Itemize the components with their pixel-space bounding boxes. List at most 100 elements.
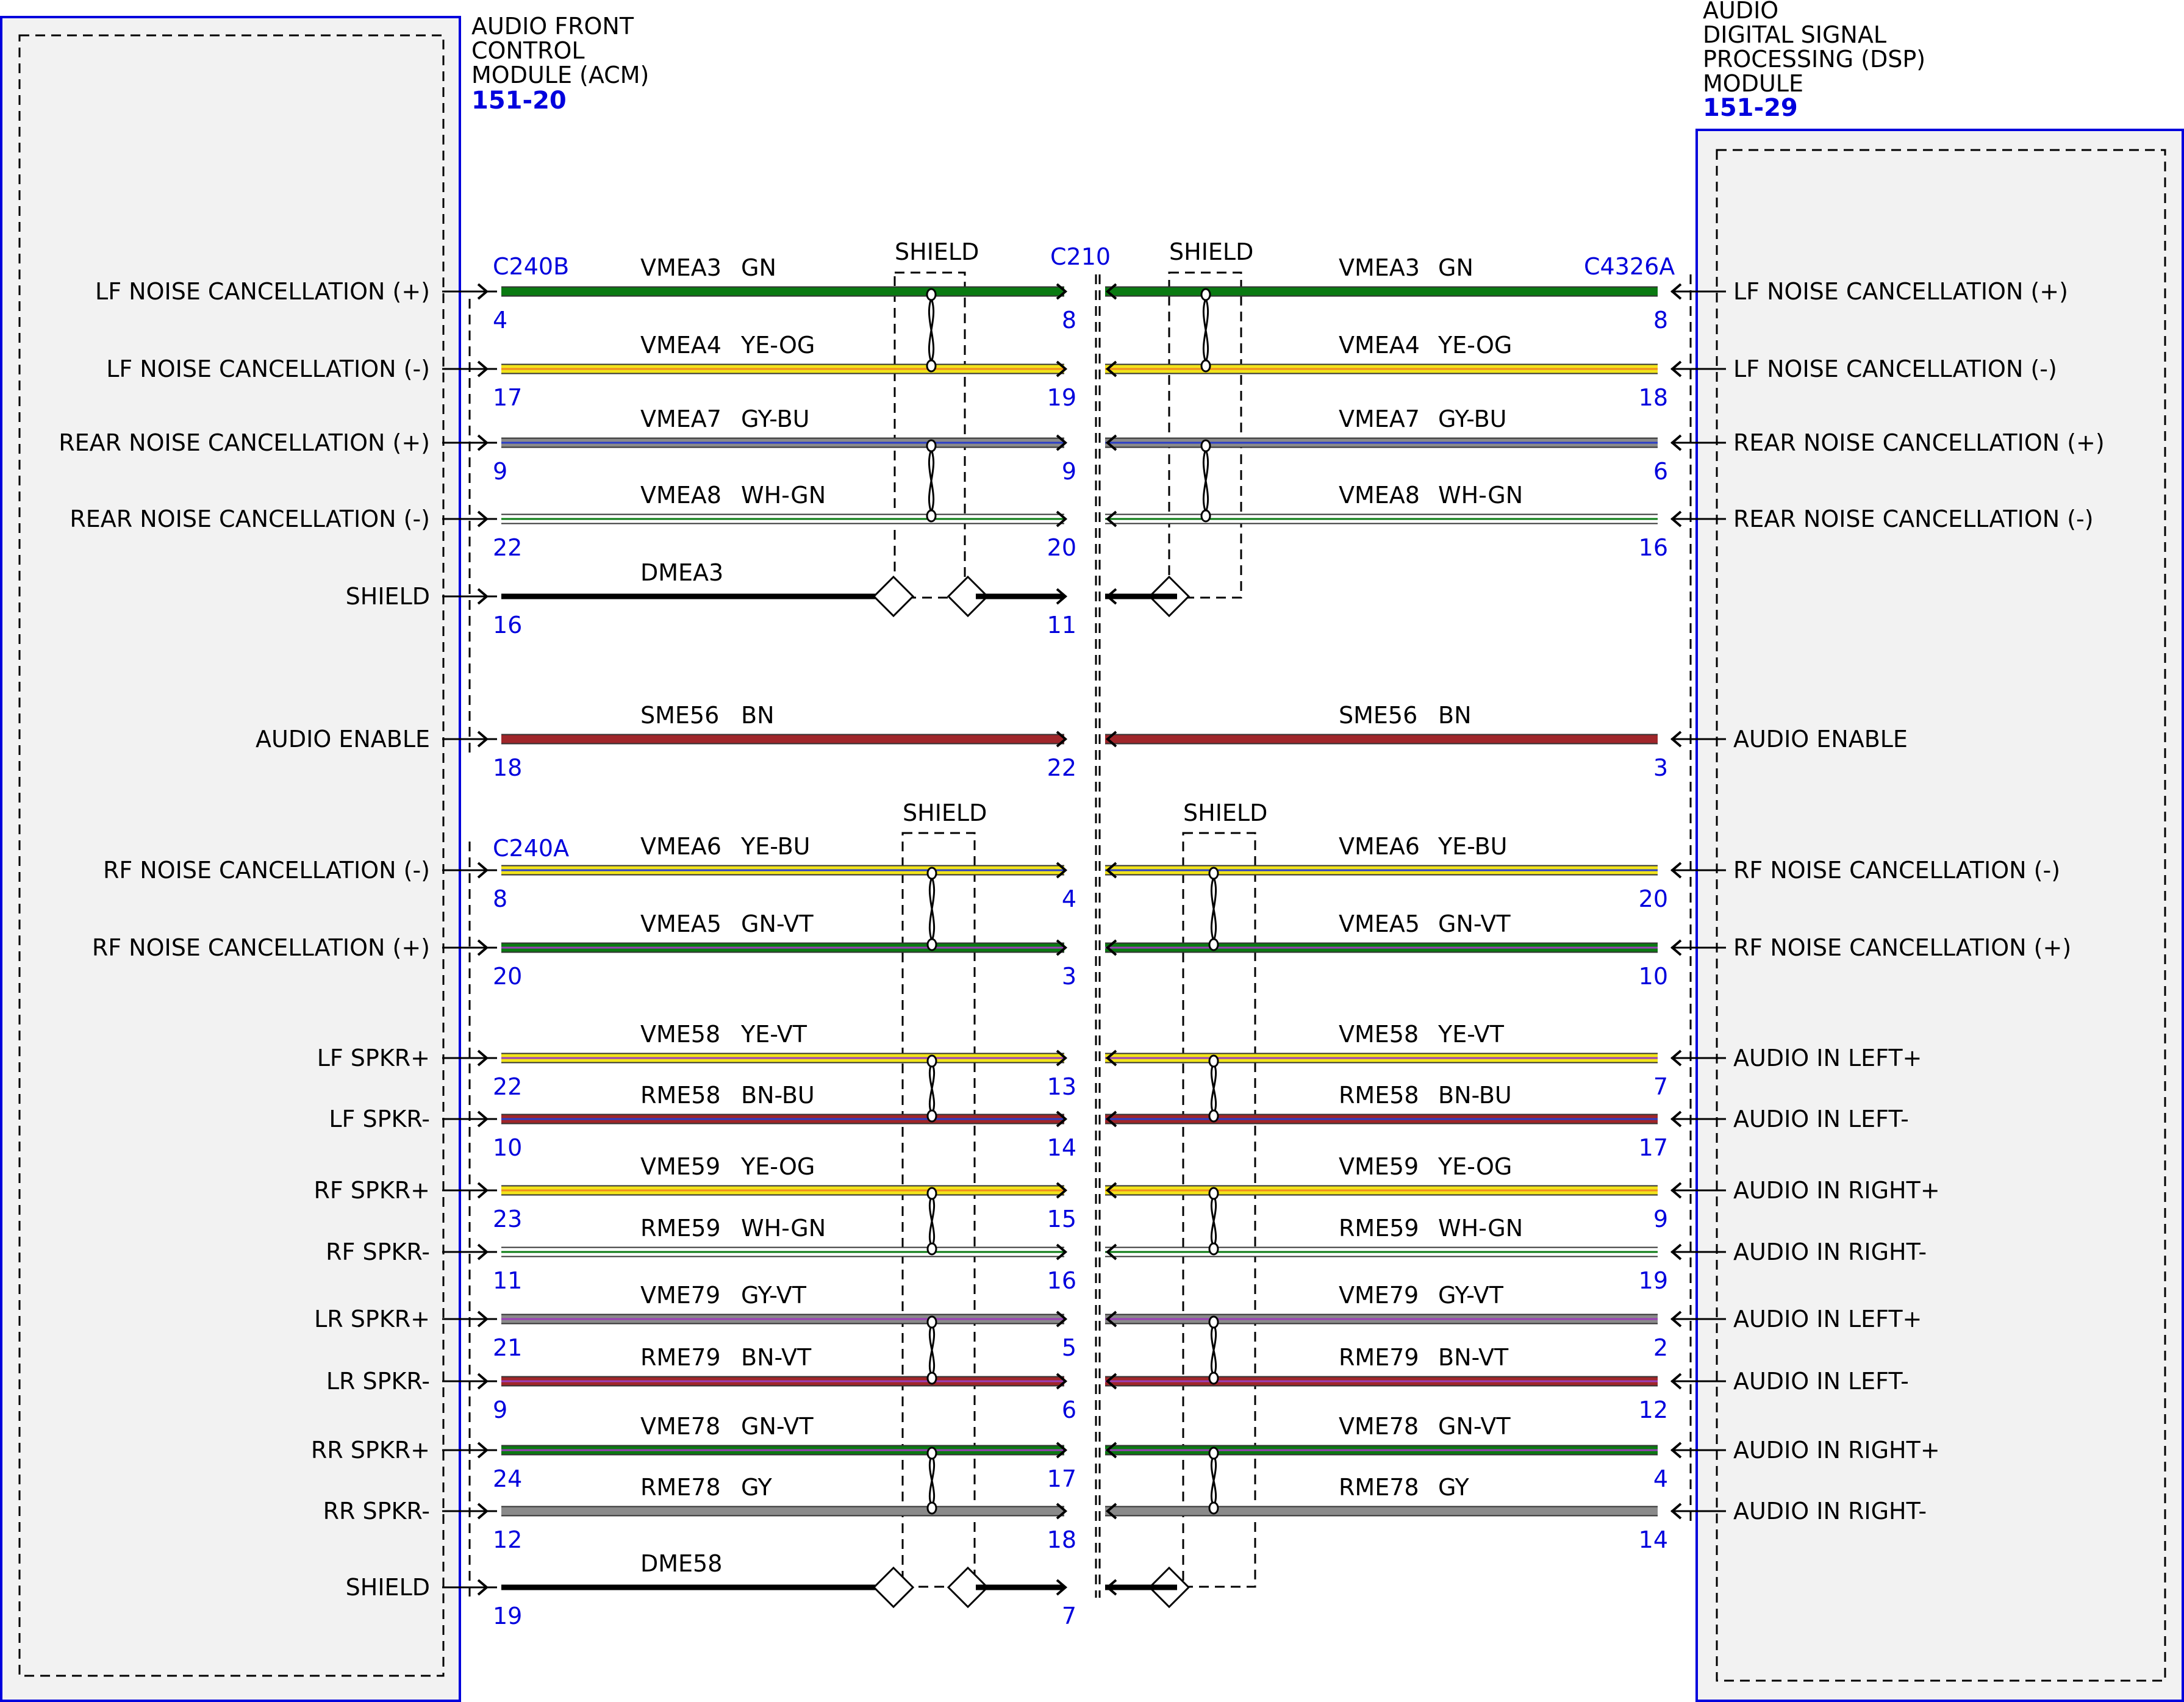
dsp-module: AUDIO DIGITAL SIGNAL PROCESSING (DSP) MO… (1695, 0, 2184, 1702)
acm-pin-label-3: REAR NOISE CANCELLATION (-) (70, 506, 430, 532)
dsp-pin-label-5: AUDIO ENABLE (1733, 726, 1908, 753)
pin-right-0: 8 (1653, 307, 1668, 334)
mid-left-arrow-icon-6 (1056, 862, 1068, 879)
circuit-id-left-12: VME79 (640, 1282, 720, 1309)
wire-color-right-2: GY-BU (1438, 406, 1507, 432)
pin-right-9: 17 (1639, 1134, 1668, 1161)
circuit-id-right-8: VME58 (1339, 1021, 1419, 1048)
right-pin-arrow-icon-3 (1670, 510, 1682, 527)
pin-mid-3: 20 (1047, 534, 1076, 561)
pin-right-10: 9 (1653, 1206, 1668, 1232)
acm-module-inner-dash (18, 34, 445, 1677)
acm-pin-label-6: RF NOISE CANCELLATION (-) (103, 857, 430, 884)
circuit-id-left-1: VMEA4 (640, 332, 721, 359)
acm-pin-label-10: RF SPKR+ (313, 1177, 430, 1204)
circuit-id-left-11: RME59 (640, 1215, 721, 1242)
left-pin-arrow-icon-5 (477, 731, 489, 748)
shield-drain-junction-16-1 (947, 1566, 989, 1609)
acm-pin-label-13: LR SPKR- (326, 1368, 430, 1395)
pin-mid-2: 9 (1062, 458, 1076, 485)
acm-title-line-1: AUDIO FRONT (471, 13, 634, 40)
pin-right-8: 7 (1653, 1073, 1668, 1100)
pin-left-13: 9 (493, 1396, 507, 1423)
left-pin-arrow-icon-15 (477, 1503, 489, 1520)
wire-color-left-7: GN-VT (741, 910, 814, 937)
right-pin-arrow-icon-2 (1670, 434, 1682, 451)
shield-label-lower-right: SHIELD (1183, 799, 1267, 826)
mid-left-arrow-icon-3 (1056, 510, 1068, 527)
dsp-pin-label-1: LF NOISE CANCELLATION (-) (1733, 356, 2057, 382)
shield-group-lower: SHIELD SHIELD (901, 799, 1267, 1588)
dsp-pin-label-10: AUDIO IN RIGHT+ (1733, 1177, 1940, 1204)
wire-color-right-0: GN (1438, 254, 1473, 281)
twist-end-bottom-upper-1-0 (926, 509, 937, 523)
mid-left-arrow-icon-15 (1056, 1503, 1068, 1520)
left-pin-arrow-icon-6 (477, 862, 489, 879)
circuit-id-left-16: DME58 (640, 1550, 722, 1577)
circuit-id-left-8: VME58 (640, 1021, 720, 1048)
mid-right-arrow-icon-7 (1105, 939, 1117, 956)
pin-mid-15: 18 (1047, 1526, 1076, 1553)
connector-c240b-label: C240B (493, 253, 569, 280)
pin-left-9: 10 (493, 1134, 522, 1161)
pin-mid-1: 19 (1047, 384, 1076, 411)
left-pin-arrow-icon-12 (477, 1310, 489, 1328)
dsp-module-inner-dash (1716, 149, 2166, 1682)
mid-left-arrow-icon-10 (1056, 1182, 1068, 1199)
left-pin-arrow-icon-2 (477, 434, 489, 451)
acm-pin-label-15: RR SPKR- (323, 1498, 430, 1525)
pin-left-11: 11 (493, 1267, 522, 1294)
mid-left-arrow-icon-5 (1056, 731, 1068, 748)
pin-mid-7: 3 (1062, 963, 1076, 990)
circuit-id-left-14: VME78 (640, 1413, 720, 1440)
dsp-title-line-3: PROCESSING (DSP) (1703, 46, 1925, 73)
left-pin-arrow-icon-7 (477, 939, 489, 956)
connector-c240a-label: C240A (493, 835, 569, 862)
shield-enclosure-lower-left (901, 832, 976, 1588)
pin-left-5: 18 (493, 754, 522, 781)
twist-end-top-upper-0-0 (926, 288, 937, 301)
circuit-id-left-5: SME56 (640, 702, 719, 729)
pin-mid-8: 13 (1047, 1073, 1076, 1100)
shield-enclosure-lower-right (1182, 832, 1256, 1588)
mid-right-arrow-icon-11 (1105, 1243, 1117, 1260)
circuit-id-right-2: VMEA7 (1339, 406, 1420, 432)
dsp-title-line-2: DIGITAL SIGNAL (1703, 21, 1886, 48)
mid-left-arrow-icon-14 (1056, 1442, 1068, 1459)
circuit-id-right-11: RME59 (1339, 1215, 1419, 1242)
twist-end-top-lower-2-0 (926, 1187, 937, 1200)
pin-mid-6: 4 (1062, 885, 1076, 912)
wire-color-right-7: GN-VT (1438, 910, 1511, 937)
right-pin-arrow-icon-9 (1670, 1110, 1682, 1128)
wire-color-left-6: YE-BU (740, 833, 810, 860)
wire-color-left-11: WH-GN (741, 1215, 826, 1242)
wire-color-right-15: GY (1438, 1474, 1470, 1501)
wire-color-left-5: BN (741, 702, 775, 729)
mid-right-arrow-icon-15 (1105, 1503, 1117, 1520)
dsp-pin-label-13: AUDIO IN LEFT- (1733, 1368, 1909, 1395)
pin-left-8: 22 (493, 1073, 522, 1100)
wire-color-left-8: YE-VT (740, 1021, 807, 1048)
pin-left-14: 24 (493, 1465, 522, 1492)
twist-end-bottom-lower-1-0 (926, 1109, 937, 1123)
circuit-id-left-10: VME59 (640, 1153, 720, 1180)
pin-left-7: 20 (493, 963, 522, 990)
shield-label-upper-left: SHIELD (895, 238, 979, 265)
circuit-id-right-15: RME78 (1339, 1474, 1419, 1501)
wire-color-left-1: YE-OG (740, 332, 815, 359)
dsp-pin-label-3: REAR NOISE CANCELLATION (-) (1733, 506, 2094, 532)
wire-color-left-10: YE-OG (740, 1153, 815, 1180)
twisted-pair-icon-upper-1-0 (927, 442, 936, 520)
pin-right-3: 16 (1639, 534, 1668, 561)
connector-c210-label: C210 (1050, 243, 1111, 270)
pin-mid-12: 5 (1062, 1334, 1076, 1361)
left-pin-arrow-icon-13 (477, 1373, 489, 1390)
pin-right-12: 2 (1653, 1334, 1668, 1361)
twist-end-bottom-lower-4-0 (926, 1501, 937, 1515)
circuit-id-right-10: VME59 (1339, 1153, 1419, 1180)
wire-color-left-9: BN-BU (741, 1082, 815, 1109)
pin-right-7: 10 (1639, 963, 1668, 990)
twisted-pair-icon-upper-0-0 (927, 291, 936, 370)
circuit-id-left-4: DMEA3 (640, 559, 723, 586)
